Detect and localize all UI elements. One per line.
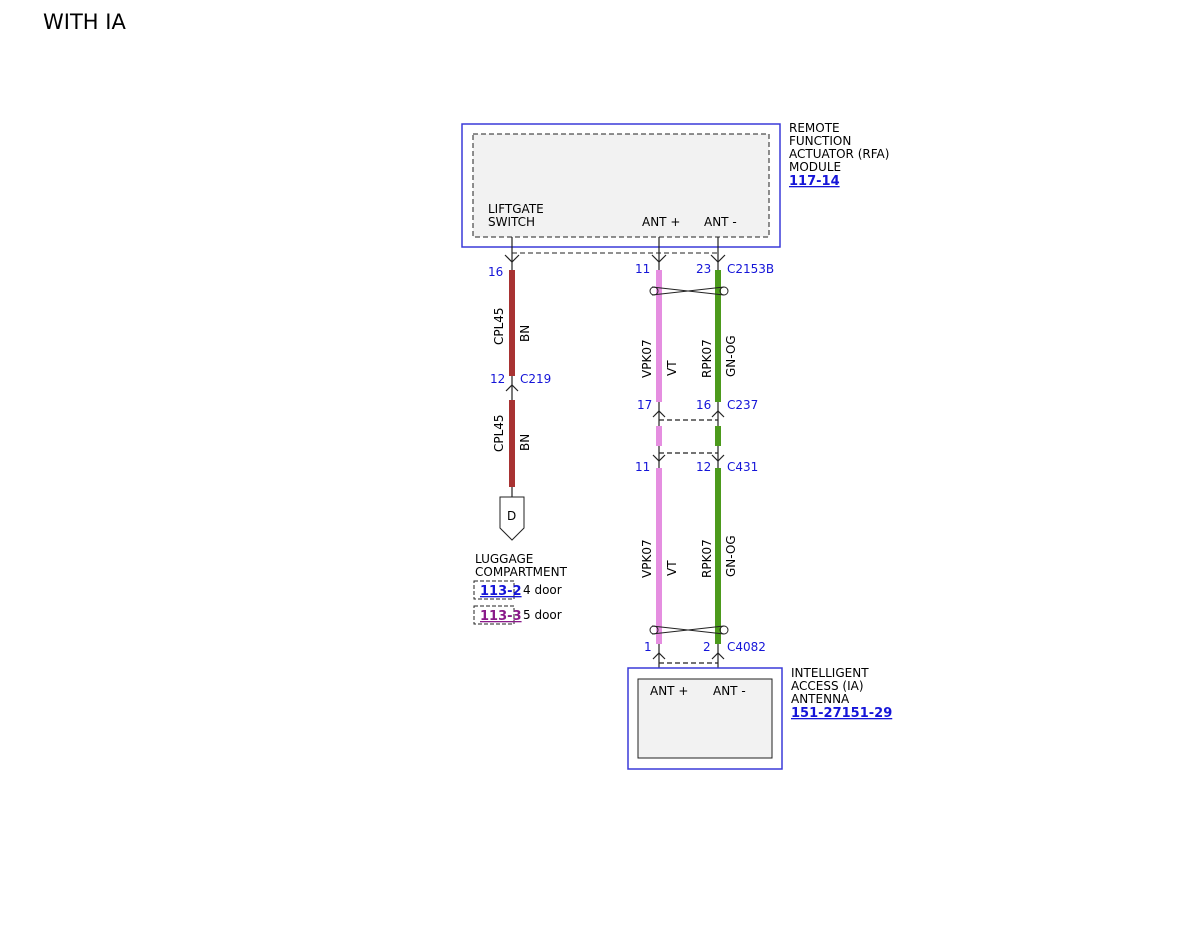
ground-ref-5-door[interactable]: 113-3 5 door: [473, 605, 562, 625]
rfa-name-line-2: FUNCTION: [789, 134, 851, 148]
c2153b-connector-label[interactable]: C2153B: [727, 262, 774, 276]
c4082-connector-label[interactable]: C4082: [727, 640, 766, 654]
ia-ref-link[interactable]: 151-27151-29: [791, 706, 892, 721]
ia-name-line-1: INTELLIGENT: [791, 666, 869, 680]
cpl45-color-upper: BN: [518, 325, 532, 342]
rfa-name-line-1: REMOTE: [789, 121, 840, 135]
twist-symbol-lower: [649, 625, 729, 635]
rpk07-circuit-lower: RPK07: [700, 539, 714, 578]
cpl45-circuit-upper: CPL45: [492, 307, 506, 345]
rfa-name-line-4: MODULE: [789, 160, 841, 174]
cpl45-wire-lower: [509, 400, 515, 487]
ia-antenna-body: [637, 678, 773, 759]
ia-name-line-2: ACCESS (IA): [791, 679, 864, 693]
c237-connector-label[interactable]: C237: [727, 398, 758, 412]
c431-connector: [652, 446, 725, 468]
ground-symbol-letter: D: [507, 509, 516, 523]
ground-ref-4-door[interactable]: 113-2 4 door: [473, 580, 562, 600]
rfa-name-line-3: ACTUATOR (RFA): [789, 147, 889, 161]
vpk07-wire-lower: [656, 468, 662, 644]
rfa-ant-minus-label: ANT -: [704, 215, 737, 229]
c237-pin-17: 17: [637, 398, 652, 412]
c4082-pin-2: 2: [703, 640, 711, 654]
rfa-ant-plus-label: ANT +: [642, 215, 680, 229]
vpk07-color-upper: VT: [665, 360, 679, 376]
ground-ref-113-2[interactable]: 113-2: [480, 584, 522, 599]
liftgate-switch-label-2: SWITCH: [488, 215, 535, 229]
c2153b-pin-11: 11: [635, 262, 650, 276]
vpk07-color-lower: VT: [665, 560, 679, 576]
ground-ref-4-door-desc: 4 door: [523, 583, 562, 597]
c2153b-pin-23: 23: [696, 262, 711, 276]
c2153b-pin-16: 16: [488, 265, 503, 279]
vpk07-wire-upper: [656, 270, 662, 402]
rpk07-color-upper: GN-OG: [724, 335, 738, 377]
liftgate-switch-label-1: LIFTGATE: [488, 202, 544, 216]
ground-ref-113-3[interactable]: 113-3: [480, 609, 522, 624]
vpk07-circuit-upper: VPK07: [640, 339, 654, 378]
ground-location-line-2: COMPARTMENT: [475, 565, 568, 579]
rpk07-wire-lower: [715, 468, 721, 644]
ia-ant-minus-label: ANT -: [713, 684, 746, 698]
cpl45-circuit-lower: CPL45: [492, 414, 506, 452]
rfa-ref-link[interactable]: 117-14: [789, 174, 840, 189]
rpk07-wire-upper: [715, 270, 721, 402]
ia-name-line-3: ANTENNA: [791, 692, 850, 706]
ia-ant-plus-label: ANT +: [650, 684, 688, 698]
vpk07-wire-mid: [656, 426, 662, 446]
c431-connector-label[interactable]: C431: [727, 460, 758, 474]
rpk07-color-lower: GN-OG: [724, 535, 738, 577]
ia-antenna[interactable]: ANT + ANT -: [627, 667, 783, 770]
c431-pin-11: 11: [635, 460, 650, 474]
rfa-module[interactable]: LIFTGATE SWITCH ANT + ANT -: [461, 123, 781, 248]
c219-connector: [505, 376, 519, 400]
ground-location-line-1: LUGGAGE: [475, 552, 533, 566]
page-title: WITH IA: [43, 10, 126, 34]
rpk07-circuit-upper: RPK07: [700, 339, 714, 378]
rfa-module-body: [472, 133, 770, 238]
vpk07-circuit-lower: VPK07: [640, 539, 654, 578]
c219-pin-12: 12: [490, 372, 505, 386]
c237-connector: [652, 402, 725, 426]
cpl45-wire-upper: [509, 270, 515, 376]
c431-pin-12: 12: [696, 460, 711, 474]
ground-ref-5-door-desc: 5 door: [523, 608, 562, 622]
rfa-pin-stubs: [504, 237, 726, 270]
ground-symbol-icon: [499, 496, 525, 541]
cpl45-color-lower: BN: [518, 434, 532, 451]
c219-connector-label[interactable]: C219: [520, 372, 551, 386]
rpk07-wire-mid: [715, 426, 721, 446]
c4082-pin-1: 1: [644, 640, 652, 654]
twist-symbol-upper: [649, 286, 729, 296]
c237-pin-16: 16: [696, 398, 711, 412]
